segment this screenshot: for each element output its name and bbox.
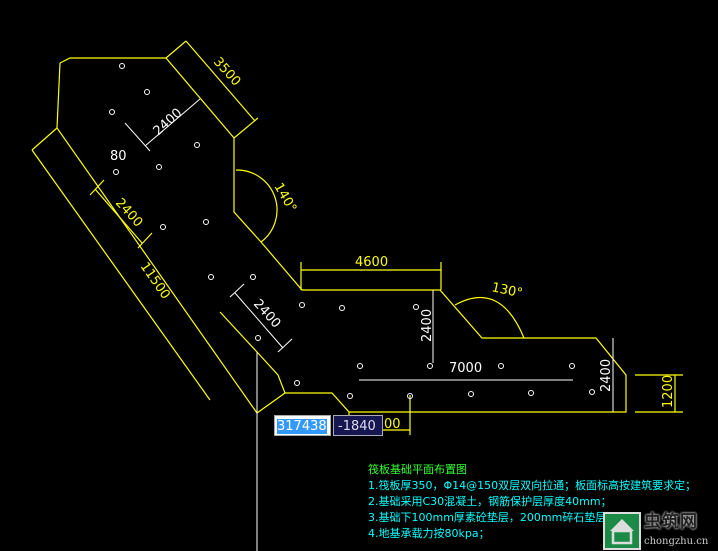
dim-3500-label: 3500 — [210, 55, 243, 90]
inner-edge — [219, 311, 286, 394]
dim-3500 — [185, 40, 256, 122]
angle-130-label: 130° — [490, 280, 524, 301]
house-logo-icon — [603, 512, 641, 550]
raft-outline — [56, 57, 627, 414]
ext-line — [137, 232, 153, 249]
watermark: 虫筑网 chongzhu.cn — [603, 512, 718, 551]
ext-line — [277, 338, 293, 353]
dim-80-label: 80 — [110, 149, 127, 164]
watermark-cn: 虫筑网 — [644, 512, 698, 532]
ext-line — [31, 127, 58, 151]
pile-markers — [109, 63, 595, 399]
coord-y-input[interactable]: -1840 — [333, 415, 383, 436]
dim-2400-top-label: 2400 — [151, 106, 186, 139]
note-line: 2.基础采用C30混凝土，钢筋保护层厚度40mm； — [368, 495, 612, 508]
dim-11500-label: 11500 — [137, 260, 173, 302]
dim-2400-mid — [234, 292, 284, 349]
coord-x-input[interactable]: 317438 — [274, 415, 331, 436]
coord-x-value: 317438 — [277, 419, 327, 434]
arc-130 — [454, 296, 525, 339]
note-line: 3.基础下100mm厚素砼垫层，200mm碎石垫层； — [368, 511, 618, 524]
ext-line — [124, 122, 151, 152]
arc-140 — [235, 169, 278, 243]
note-line: 1.筏板厚350，Φ14@150双层双向拉通；板面标高按建筑要求定； — [368, 479, 697, 492]
dim-2400-left — [94, 188, 143, 244]
watermark-en: chongzhu.cn — [644, 536, 709, 547]
dim-2400-top — [144, 98, 201, 147]
dim-2400-mid-label: 2400 — [250, 297, 283, 332]
dim-2400-right-label: 2400 — [599, 359, 614, 392]
ext-line — [229, 283, 245, 298]
dim-7000-label: 7000 — [449, 361, 482, 376]
notes-title: 筏板基础平面布置图 — [368, 463, 467, 476]
dim-1200-label: 1200 — [661, 375, 676, 408]
dim-4600-label: 4600 — [355, 255, 388, 270]
ext-line — [233, 117, 259, 139]
dim-2400-vert-label: 2400 — [420, 309, 435, 342]
ext-line — [89, 179, 105, 196]
ext-line — [165, 40, 187, 59]
dim-11500 — [31, 149, 211, 401]
note-line: 4.地基承载力按80kpa； — [368, 527, 490, 540]
design-notes: 筏板基础平面布置图 1.筏板厚350，Φ14@150双层双向拉通；板面标高按建筑… — [368, 462, 696, 542]
dim-partial-label: 00 — [384, 417, 401, 432]
